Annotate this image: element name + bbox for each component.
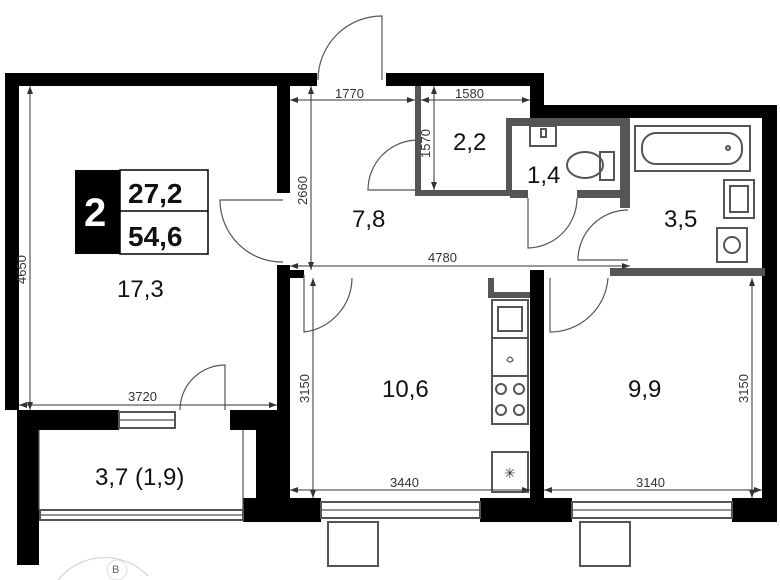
wall-wc-bath [620,118,630,208]
toilet-icon [566,151,604,179]
left-room-door [219,199,284,263]
dim-room-left-width: 3720 [128,389,157,404]
compass-marker [106,559,128,580]
kitchen-sill-projection [327,521,379,567]
compass-label: В [112,564,119,576]
dim-hall-height: 2660 [295,176,310,205]
room-sill-projection [579,521,631,567]
bath-sink-icon [723,179,755,219]
area-hall: 7,8 [352,206,385,233]
wall-kitchen-niche-side [488,278,494,298]
wall-corridor-kitchen-a [290,270,304,278]
area-wc: 1,4 [527,162,560,189]
bathtub-icon [634,125,751,172]
fridge-icon [491,451,529,493]
wall-storage-left [415,86,421,196]
wall-wc-bottom-a [510,190,528,198]
wall-bath-bottom [610,268,765,276]
area-kitchen: 10,6 [382,376,429,403]
dim-room-left-height: 4650 [14,255,29,284]
balcony-door [179,364,226,411]
total-area: 54,6 [128,221,183,252]
wall-top-left [5,73,317,86]
dimension-labels: 4650 3720 1770 2660 1580 1570 4780 3150 … [14,86,751,490]
wall-storage-right [506,118,512,196]
wall-bottom-a [243,498,321,522]
wall-storage-bottom [415,190,510,196]
windows [38,411,733,567]
wall-outer-left [5,73,19,410]
entrance-door [317,15,383,81]
dim-kitchen-height: 3150 [297,374,312,403]
fridge-snowflake-icon: ✳ [504,466,516,482]
wall-wc-bottom-b [577,190,627,198]
area-bath: 3,5 [664,206,697,233]
dim-kitchen-width: 3440 [390,475,419,490]
rooms-count: 2 [84,191,106,235]
storage-door [367,139,419,191]
dim-hall-width: 1770 [335,86,364,101]
area-balcony: 3,7 (1,9) [95,464,184,491]
fixtures: ✳ [491,125,755,493]
dim-room-right-width: 3140 [636,475,665,490]
walls [5,73,777,565]
wall-top-right [530,105,777,118]
summary-badge: 2 27,2 54,6 [75,169,209,255]
living-area: 27,2 [128,178,183,209]
wall-bottom-c [732,498,777,522]
compass-arc [57,557,149,580]
wall-balcony-left [17,410,39,565]
dim-corridor: 4780 [428,250,457,265]
wc-sink-icon [529,125,557,147]
compass: В [57,557,149,580]
area-box [119,169,209,255]
area-room-left: 17,3 [117,276,164,303]
wall-kitchen-room [530,270,544,500]
kitchen-door [303,275,353,333]
washing-machine-icon [716,227,748,263]
wall-outer-right [762,105,777,520]
rooms-count-box [75,170,120,254]
stove-icon [491,375,529,425]
doors [179,15,629,411]
dim-storage-width: 1580 [455,86,484,101]
dim-storage-height: 1570 [418,129,433,158]
area-room-right: 9,9 [628,376,661,403]
wall-kitchen-niche [488,292,530,298]
wall-balcony-right [256,410,290,500]
area-labels: 17,3 7,8 2,2 1,4 3,5 10,6 9,9 3,7 (1,9) [95,129,697,491]
wc-door [527,197,578,249]
wall-left-room-bottom-a [17,410,119,430]
dim-room-right-height: 3150 [736,374,751,403]
bath-door [577,209,629,261]
area-storage: 2,2 [453,129,486,156]
wall-top-middle [386,73,544,86]
right-room-door [549,277,609,333]
dimension-lines [19,86,762,498]
wall-wc-top [510,118,630,126]
wall-left-hall-top [277,86,290,193]
wall-bottom-b [480,498,572,522]
